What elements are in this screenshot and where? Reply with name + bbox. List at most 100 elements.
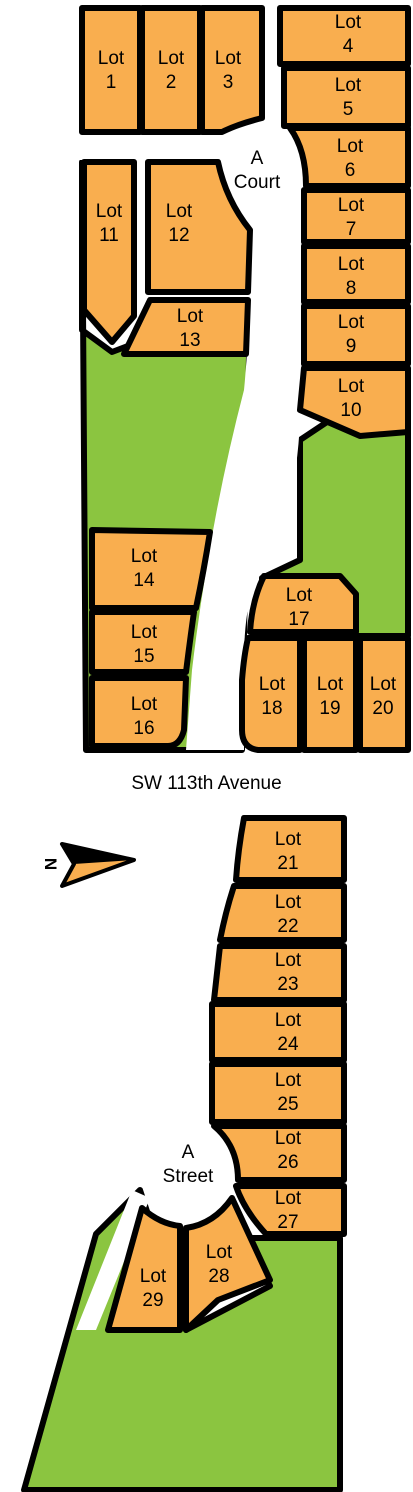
lot-18[interactable]: [239, 635, 303, 753]
lot-22[interactable]: [217, 883, 347, 943]
svg-text:N: N: [41, 858, 60, 870]
lot-label-3: Lot 3: [215, 48, 242, 93]
svg-text:8: 8: [346, 278, 357, 299]
svg-text:Lot: Lot: [259, 674, 286, 695]
lot-29[interactable]: [105, 1205, 183, 1333]
svg-text:Lot: Lot: [215, 48, 242, 69]
svg-text:18: 18: [261, 698, 282, 719]
lot-26[interactable]: [211, 1123, 347, 1183]
lot-19[interactable]: [301, 635, 359, 753]
svg-text:Lot: Lot: [177, 306, 204, 327]
lot-label-19: Lot 19: [317, 674, 344, 719]
court-spur: [76, 132, 240, 160]
lot-label-23: Lot 23: [275, 950, 302, 995]
lot-label-14: Lot 14: [131, 546, 158, 591]
lot-13[interactable]: [121, 297, 251, 357]
svg-text:28: 28: [208, 1266, 229, 1287]
svg-text:Lot: Lot: [338, 254, 365, 275]
svg-text:20: 20: [372, 698, 393, 719]
svg-text:7: 7: [346, 219, 357, 240]
lot-23[interactable]: [211, 943, 347, 1003]
lot-label-8: Lot 8: [338, 254, 365, 299]
lot-15[interactable]: [89, 609, 197, 675]
lot-21[interactable]: [233, 815, 347, 883]
lot-12[interactable]: [145, 159, 253, 295]
lot-9[interactable]: [301, 303, 411, 367]
lot-20[interactable]: [357, 635, 411, 753]
lot-label-4: Lot 4: [335, 12, 362, 57]
svg-text:Lot: Lot: [166, 201, 193, 222]
court-road: [186, 10, 306, 750]
lot-3[interactable]: [199, 5, 265, 135]
lot-label-18: Lot 18: [259, 674, 286, 719]
svg-text:12: 12: [168, 225, 189, 246]
lot-14[interactable]: [89, 527, 213, 611]
svg-text:11: 11: [99, 225, 119, 246]
svg-text:24: 24: [277, 1034, 299, 1055]
lot-7[interactable]: [301, 187, 411, 245]
lot-11[interactable]: [81, 159, 137, 345]
lot-label-26: Lot 26: [275, 1128, 302, 1173]
svg-text:19: 19: [319, 698, 340, 719]
lot-28[interactable]: [183, 1195, 273, 1333]
lot-5[interactable]: [281, 65, 411, 129]
svg-text:A: A: [251, 148, 264, 169]
lot-label-12: Lot 12: [166, 201, 193, 246]
svg-text:Lot: Lot: [338, 376, 365, 397]
svg-text:Lot: Lot: [131, 546, 158, 567]
lot-17[interactable]: [247, 573, 359, 635]
lot-label-7: Lot 7: [338, 195, 365, 240]
svg-text:Lot: Lot: [131, 694, 158, 715]
svg-text:Lot: Lot: [317, 674, 344, 695]
svg-text:3: 3: [223, 72, 234, 93]
lot-6[interactable]: [287, 125, 411, 189]
svg-text:Lot: Lot: [206, 1242, 233, 1263]
lot-24[interactable]: [209, 1001, 347, 1063]
svg-text:Lot: Lot: [338, 195, 365, 216]
street-label: A Street: [163, 1142, 214, 1187]
lot-10[interactable]: [297, 365, 411, 439]
svg-text:Lot: Lot: [275, 1010, 302, 1031]
svg-text:5: 5: [343, 99, 354, 120]
svg-text:Lot: Lot: [275, 892, 302, 913]
svg-text:13: 13: [179, 330, 200, 351]
svg-text:Lot: Lot: [158, 48, 185, 69]
svg-text:Court: Court: [234, 172, 281, 193]
south-strip-road: [76, 1190, 150, 1330]
svg-text:21: 21: [277, 853, 298, 874]
lot-27[interactable]: [233, 1183, 347, 1237]
lot-4[interactable]: [277, 5, 411, 67]
svg-text:9: 9: [346, 336, 357, 357]
lot-16[interactable]: [89, 675, 189, 749]
lot-label-24: Lot 24: [275, 1010, 302, 1055]
lot-8[interactable]: [301, 243, 411, 305]
svg-text:6: 6: [345, 160, 356, 181]
svg-text:4: 4: [343, 36, 354, 57]
court-label: A Court: [234, 148, 281, 193]
svg-text:2: 2: [166, 72, 177, 93]
svg-text:Lot: Lot: [338, 312, 365, 333]
svg-text:16: 16: [133, 718, 154, 739]
lot-1[interactable]: [79, 5, 143, 135]
lot-label-16: Lot 16: [131, 694, 158, 739]
svg-text:Lot: Lot: [335, 12, 362, 33]
svg-text:Street: Street: [163, 1166, 214, 1187]
svg-text:Lot: Lot: [335, 75, 362, 96]
lot-25[interactable]: [209, 1061, 347, 1125]
svg-text:Lot: Lot: [275, 950, 302, 971]
svg-text:Lot: Lot: [98, 48, 125, 69]
svg-text:Lot: Lot: [275, 1188, 302, 1209]
lot-label-9: Lot 9: [338, 312, 365, 357]
svg-text:14: 14: [133, 570, 155, 591]
svg-text:Lot: Lot: [275, 1128, 302, 1149]
svg-text:26: 26: [277, 1152, 298, 1173]
svg-text:23: 23: [277, 974, 298, 995]
